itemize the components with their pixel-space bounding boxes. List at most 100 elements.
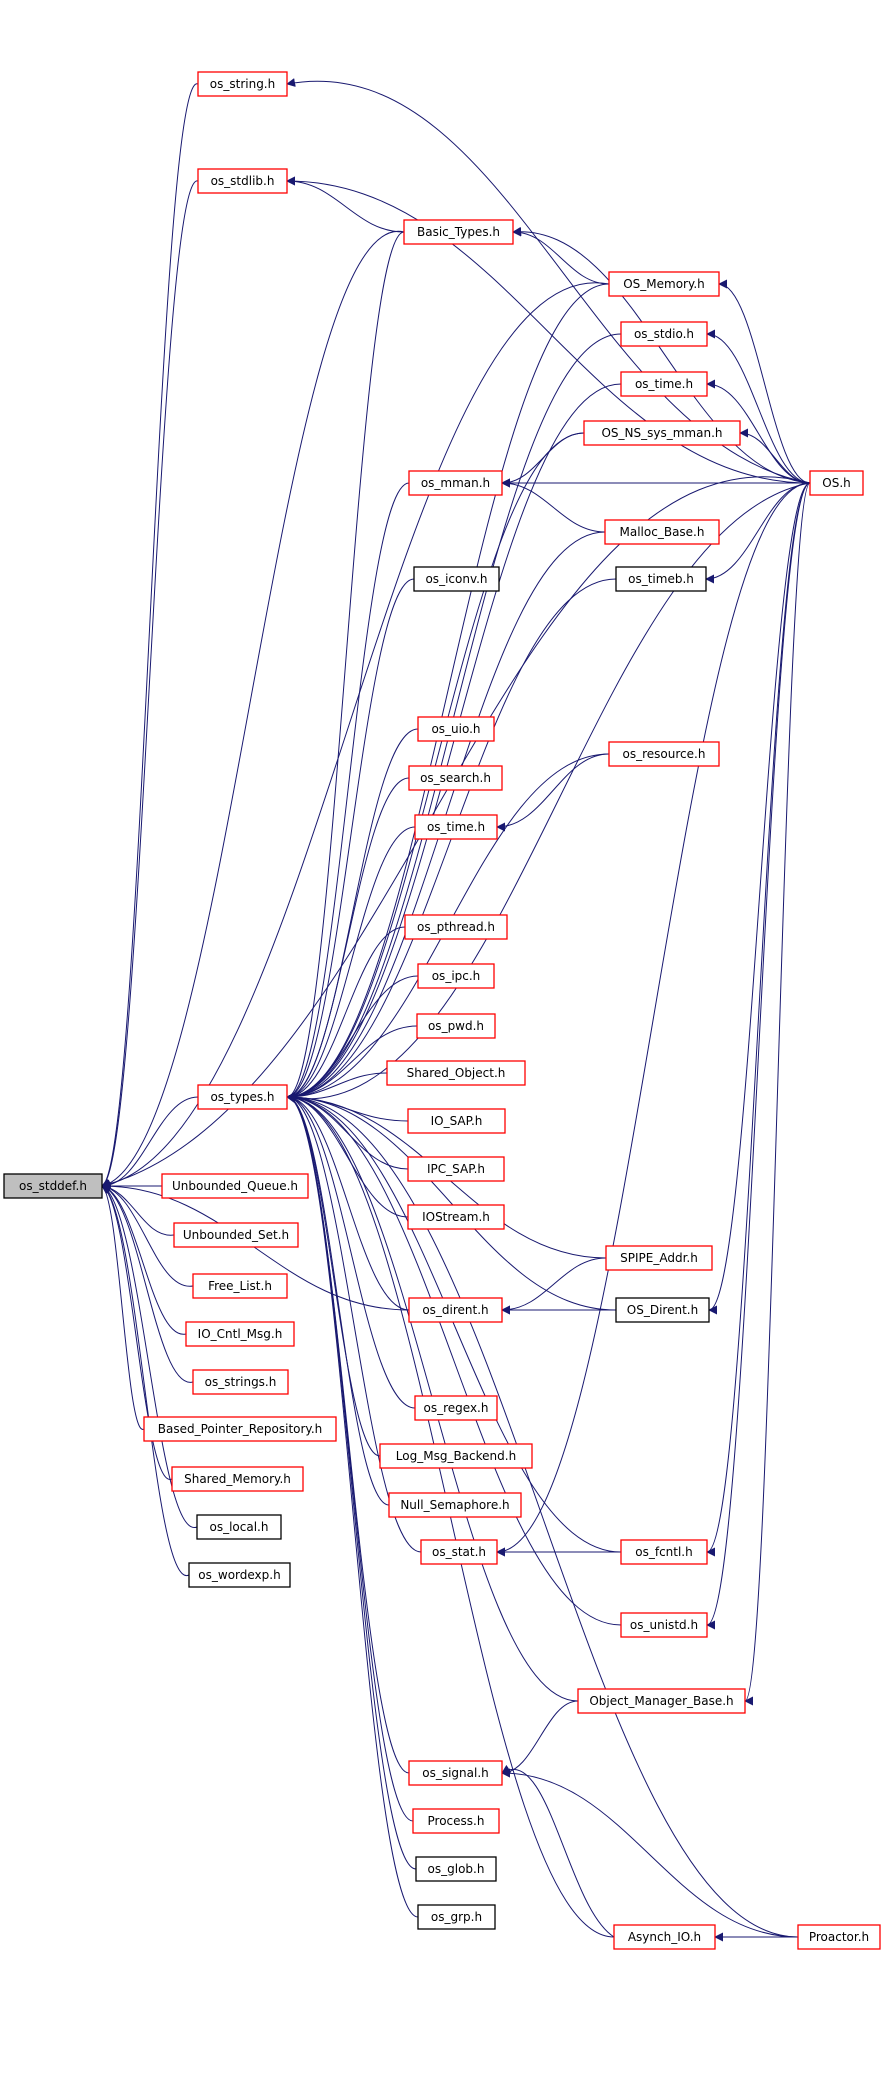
node-label: os_pthread.h xyxy=(417,920,495,934)
node-os-ipc[interactable]: os_ipc.h xyxy=(417,963,495,989)
node-label: os_strings.h xyxy=(205,1375,277,1389)
node-os-strings[interactable]: os_strings.h xyxy=(192,1369,289,1395)
node-box xyxy=(608,271,720,297)
node-shared-memory[interactable]: Shared_Memory.h xyxy=(171,1466,304,1492)
node-os-resource[interactable]: os_resource.h xyxy=(608,741,720,767)
edge-os_memory-includes-os_types xyxy=(286,283,610,1102)
node-os-wordexp[interactable]: os_wordexp.h xyxy=(188,1562,291,1588)
node-box xyxy=(404,914,508,940)
node-asynch-io[interactable]: Asynch_IO.h xyxy=(613,1924,716,1950)
node-os-pthread[interactable]: os_pthread.h xyxy=(404,914,508,940)
edge-os_stdio-includes-os_types xyxy=(286,333,622,1102)
node-os-ns-sys-mman[interactable]: OS_NS_sys_mman.h xyxy=(583,420,741,446)
node-box xyxy=(417,1904,496,1930)
node-os-types[interactable]: os_types.h xyxy=(197,1084,288,1110)
node-box xyxy=(415,1856,497,1882)
node-box xyxy=(407,1108,506,1134)
node-unbounded-queue[interactable]: Unbounded_Queue.h xyxy=(161,1173,309,1199)
edge-os_pthread-includes-os_types xyxy=(286,926,406,1102)
node-os-glob[interactable]: os_glob.h xyxy=(415,1856,497,1882)
node-os-timeb[interactable]: os_timeb.h xyxy=(615,566,707,592)
node-box xyxy=(615,1297,710,1323)
node-label: os_resource.h xyxy=(623,747,706,761)
edge-os_stdlib-includes-os_stddef xyxy=(101,180,199,1188)
node-os-local[interactable]: os_local.h xyxy=(196,1514,282,1540)
node-os-stdio[interactable]: os_stdio.h xyxy=(620,321,708,347)
node-label: os_ipc.h xyxy=(432,969,481,983)
edge-os_ns_sys_mman-includes-os_types xyxy=(286,432,585,1102)
node-box xyxy=(379,1443,533,1469)
node-io-cntl-msg[interactable]: IO_Cntl_Msg.h xyxy=(185,1321,295,1347)
edge-os_dirent-includes-os_types xyxy=(286,1092,410,1311)
node-os-time-mid[interactable]: os_time.h xyxy=(414,814,498,840)
node-object-manager-base[interactable]: Object_Manager_Base.h xyxy=(577,1688,746,1714)
node-null-semaphore[interactable]: Null_Semaphore.h xyxy=(388,1492,522,1518)
node-label: IPC_SAP.h xyxy=(427,1162,485,1176)
edge-null_semaphore-includes-os_types xyxy=(286,1092,390,1506)
node-os-time-top[interactable]: os_time.h xyxy=(620,371,708,397)
node-iostream[interactable]: IOStream.h xyxy=(407,1204,505,1230)
edge-spipe_addr-includes-os_dirent xyxy=(501,1257,607,1315)
node-box xyxy=(188,1562,291,1588)
node-based-pointer-repository[interactable]: Based_Pointer_Repository.h xyxy=(143,1416,337,1442)
node-label: OS_Memory.h xyxy=(623,277,705,291)
node-label: OS_Dirent.h xyxy=(627,1303,698,1317)
node-os-stddef: os_stddef.h xyxy=(3,1173,103,1199)
edge-os_strings-includes-os_stddef xyxy=(101,1183,194,1383)
node-os-uio[interactable]: os_uio.h xyxy=(417,716,495,742)
node-unbounded-set[interactable]: Unbounded_Set.h xyxy=(173,1222,299,1248)
node-shared-object[interactable]: Shared_Object.h xyxy=(386,1060,526,1086)
node-box xyxy=(414,814,498,840)
node-label: os_regex.h xyxy=(424,1401,489,1415)
node-malloc-base[interactable]: Malloc_Base.h xyxy=(604,519,720,545)
node-os-iconv[interactable]: os_iconv.h xyxy=(413,566,500,592)
node-process[interactable]: Process.h xyxy=(412,1808,500,1834)
node-label: os_dirent.h xyxy=(422,1303,488,1317)
node-box xyxy=(185,1321,295,1347)
node-spipe-addr[interactable]: SPIPE_Addr.h xyxy=(605,1245,713,1271)
edge-os_h-includes-os_memory xyxy=(718,279,811,484)
node-os-mman[interactable]: os_mman.h xyxy=(408,470,503,496)
node-os-dirent-cap[interactable]: OS_Dirent.h xyxy=(615,1297,710,1323)
node-basic-types[interactable]: Basic_Types.h xyxy=(403,219,514,245)
node-os-fcntl[interactable]: os_fcntl.h xyxy=(620,1539,708,1565)
node-os-search[interactable]: os_search.h xyxy=(408,765,503,791)
node-os-regex[interactable]: os_regex.h xyxy=(414,1395,498,1421)
node-free-list[interactable]: Free_List.h xyxy=(192,1273,288,1299)
node-os-stat[interactable]: os_stat.h xyxy=(420,1539,498,1565)
edge-os_h-includes-os_stdlib xyxy=(286,176,811,484)
node-proactor[interactable]: Proactor.h xyxy=(797,1924,881,1950)
node-label: os_pwd.h xyxy=(428,1019,484,1033)
node-label: IO_SAP.h xyxy=(431,1114,483,1128)
node-os-pwd[interactable]: os_pwd.h xyxy=(416,1013,496,1039)
node-label: IO_Cntl_Msg.h xyxy=(198,1327,283,1341)
graph-nodes: os_stddef.h os_string.h os_stdlib.hBasic_T… xyxy=(3,71,881,1950)
edge-os_h-includes-os_types xyxy=(286,482,811,1103)
node-box xyxy=(173,1222,299,1248)
node-label: Unbounded_Queue.h xyxy=(172,1179,298,1193)
node-box xyxy=(192,1369,289,1395)
node-label: os_signal.h xyxy=(422,1766,489,1780)
edge-os_h-includes-os_ns_sys_mman xyxy=(739,428,811,484)
node-box xyxy=(408,765,503,791)
node-box xyxy=(408,1760,503,1786)
node-box xyxy=(604,519,720,545)
edge-os_h-includes-object_manager_base xyxy=(744,482,811,1706)
node-log-msg-backend[interactable]: Log_Msg_Backend.h xyxy=(379,1443,533,1469)
node-box xyxy=(620,1612,708,1638)
node-os-stdlib[interactable]: os_stdlib.h xyxy=(197,168,288,194)
edge-asynch_io-includes-os_signal xyxy=(501,1764,615,1938)
node-os-grp[interactable]: os_grp.h xyxy=(417,1904,496,1930)
node-os-string[interactable]: os_string.h xyxy=(197,71,288,97)
edge-os_mman-includes-os_types xyxy=(286,482,410,1102)
node-os-signal[interactable]: os_signal.h xyxy=(408,1760,503,1786)
node-os-dirent[interactable]: os_dirent.h xyxy=(408,1297,503,1323)
node-os-h[interactable]: OS.h xyxy=(809,470,864,496)
node-box xyxy=(408,1297,503,1323)
node-os-memory[interactable]: OS_Memory.h xyxy=(608,271,720,297)
edge-basic_types-includes-os_types xyxy=(286,231,405,1102)
node-label: Malloc_Base.h xyxy=(620,525,705,539)
node-os-unistd[interactable]: os_unistd.h xyxy=(620,1612,708,1638)
node-io-sap[interactable]: IO_SAP.h xyxy=(407,1108,506,1134)
node-ipc-sap[interactable]: IPC_SAP.h xyxy=(407,1156,505,1182)
